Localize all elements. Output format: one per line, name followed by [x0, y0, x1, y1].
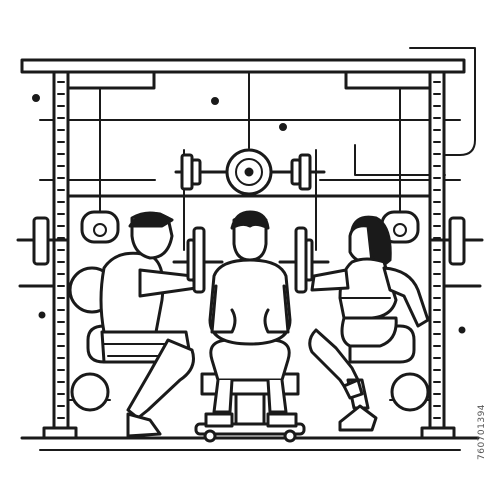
power-rack: [18, 58, 482, 440]
floor-plates: [70, 372, 430, 412]
barbell-icon: [174, 148, 326, 196]
man-center: [194, 210, 306, 443]
man-left: [68, 211, 224, 438]
woman-right: [278, 215, 430, 432]
floor: [20, 436, 480, 451]
stock-id-text: 760701394: [477, 403, 487, 460]
weight-plate-icon: [16, 216, 484, 266]
